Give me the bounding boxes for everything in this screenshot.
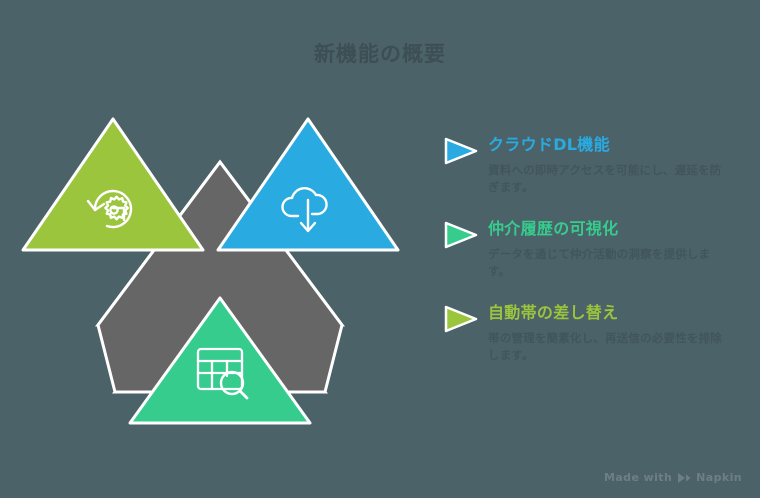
feature-heading-2: 仲介履歴の可視化 [488, 219, 619, 238]
cloud-download-icon [281, 187, 328, 233]
triangle-blue[interactable] [216, 117, 400, 252]
stacked-triangles-diagram [20, 100, 420, 440]
triangle-teal[interactable] [128, 296, 312, 425]
play-triangle-icon [444, 221, 478, 249]
feature-heading-3: 自動帯の差し替え [488, 303, 619, 322]
made-with-label: Made with [604, 471, 673, 484]
play-triangle-icon [444, 137, 478, 165]
feature-list: クラウドDL機能 資料への即時アクセスを可能にし、遅延を防ぎます。 仲介履歴の可… [443, 134, 733, 386]
feature-item-3[interactable]: 自動帯の差し替え 帯の管理を簡素化し、再送信の必要性を排除します。 [443, 302, 733, 364]
feature-heading-1: クラウドDL機能 [488, 135, 610, 154]
table-search-icon [196, 347, 249, 400]
feature-description-3: 帯の管理を簡素化し、再送信の必要性を排除します。 [488, 331, 722, 362]
page-title: 新機能の概要 [314, 42, 446, 66]
feature-description-2: データを通じて仲介活動の洞察を提供します。 [488, 247, 711, 278]
napkin-logo-icon [678, 472, 691, 483]
feature-item-1[interactable]: クラウドDL機能 資料への即時アクセスを可能にし、遅延を防ぎます。 [443, 134, 733, 196]
napkin-attribution[interactable]: Made with Napkin [604, 471, 742, 484]
triangle-green[interactable] [21, 117, 205, 252]
napkin-brand-label: Napkin [696, 471, 742, 484]
refresh-gear-icon [86, 189, 133, 229]
feature-item-2[interactable]: 仲介履歴の可視化 データを通じて仲介活動の洞察を提供します。 [443, 218, 733, 280]
play-triangle-icon [444, 305, 478, 333]
feature-description-1: 資料への即時アクセスを可能にし、遅延を防ぎます。 [488, 163, 722, 194]
